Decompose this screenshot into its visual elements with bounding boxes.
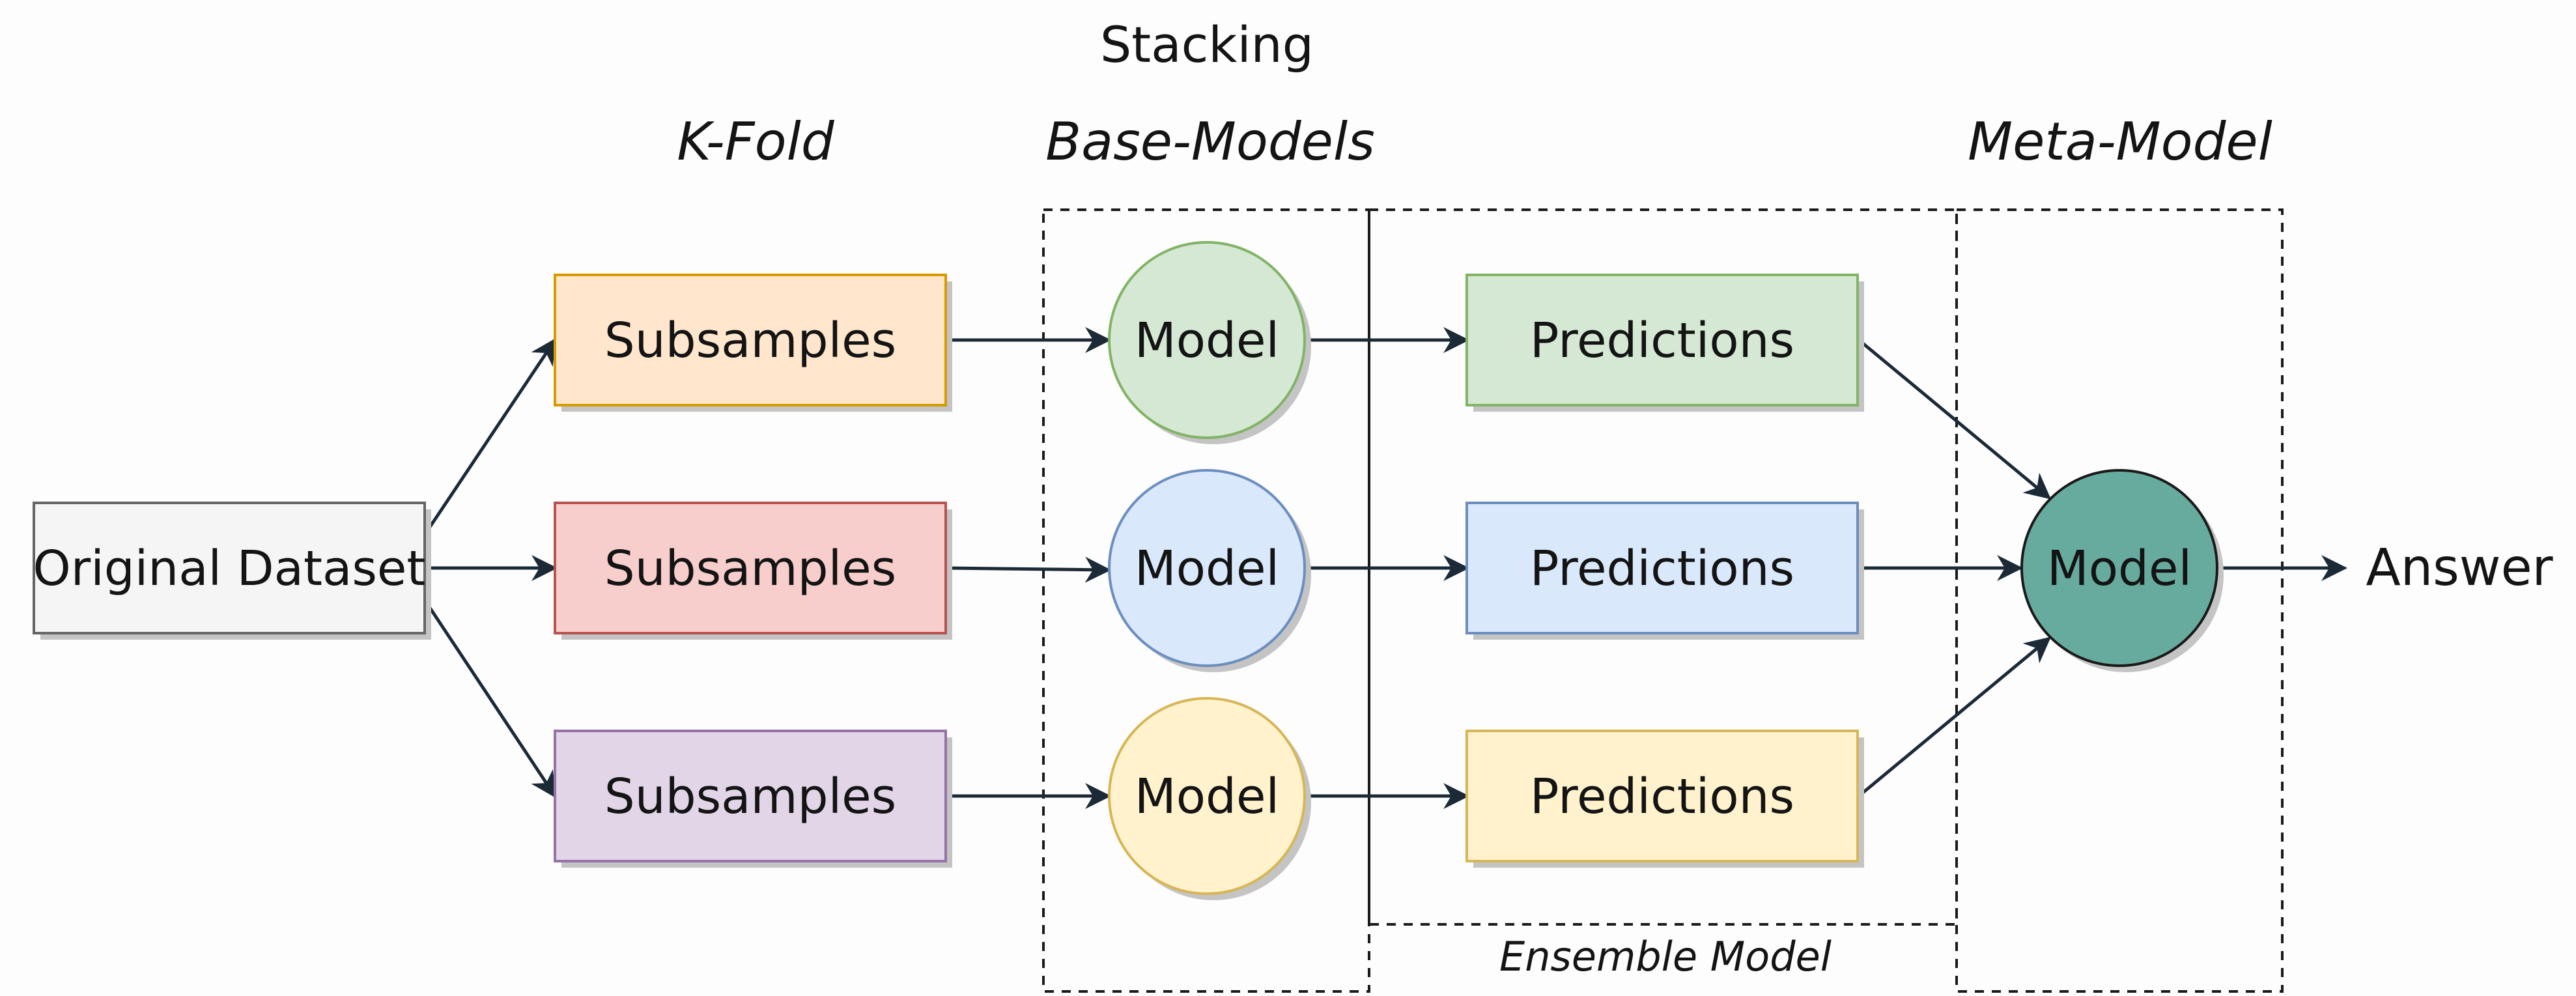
model-3-circle <box>1108 697 1306 895</box>
ensemble-model-label: Ensemble Model <box>1499 933 1832 980</box>
kfold-label: K-Fold <box>677 111 834 172</box>
base-models-label: Base-Models <box>1045 111 1375 172</box>
model-2-circle <box>1108 469 1306 667</box>
subsample-3-box <box>554 730 947 862</box>
arrow-dataset-to-subsample-1 <box>424 337 557 534</box>
arrow-predictions-3-to-meta-model <box>1858 636 2052 797</box>
meta-model-circle <box>2020 469 2218 667</box>
predictions-1-label: Predictions <box>1530 313 1794 369</box>
answer-label: Answer <box>2366 539 2553 597</box>
diagram-title: Stacking <box>1100 16 1314 74</box>
subsample-3-label: Subsamples <box>604 769 896 825</box>
arrow-dataset-to-subsample-3 <box>424 601 557 799</box>
meta-model-group <box>1955 208 2284 993</box>
predictions-1-box <box>1465 274 1859 406</box>
arrow-subsample-2-to-model-2 <box>946 556 1111 583</box>
predictions-2-box <box>1465 502 1859 634</box>
ensemble-model-group <box>1368 208 1958 926</box>
meta-model-label: Meta-Model <box>1968 111 2272 172</box>
subsample-2-box <box>554 502 947 634</box>
original-dataset-box <box>33 502 426 634</box>
subsample-1-label: Subsamples <box>604 313 896 369</box>
predictions-3-box <box>1465 730 1859 862</box>
subsample-2-label: Subsamples <box>604 541 896 597</box>
base-models-group <box>1042 208 1370 993</box>
arrow-predictions-1-to-meta-model <box>1858 339 2052 500</box>
subsample-1-box <box>554 274 947 406</box>
model-3-label: Model <box>1135 769 1279 825</box>
model-1-label: Model <box>1135 313 1279 369</box>
meta-model-node-label: Model <box>2047 541 2192 597</box>
predictions-3-label: Predictions <box>1530 769 1794 825</box>
model-2-label: Model <box>1135 541 1279 597</box>
predictions-2-label: Predictions <box>1530 541 1794 597</box>
model-1-circle <box>1108 241 1306 439</box>
original-dataset-label: Original Dataset <box>33 541 426 597</box>
